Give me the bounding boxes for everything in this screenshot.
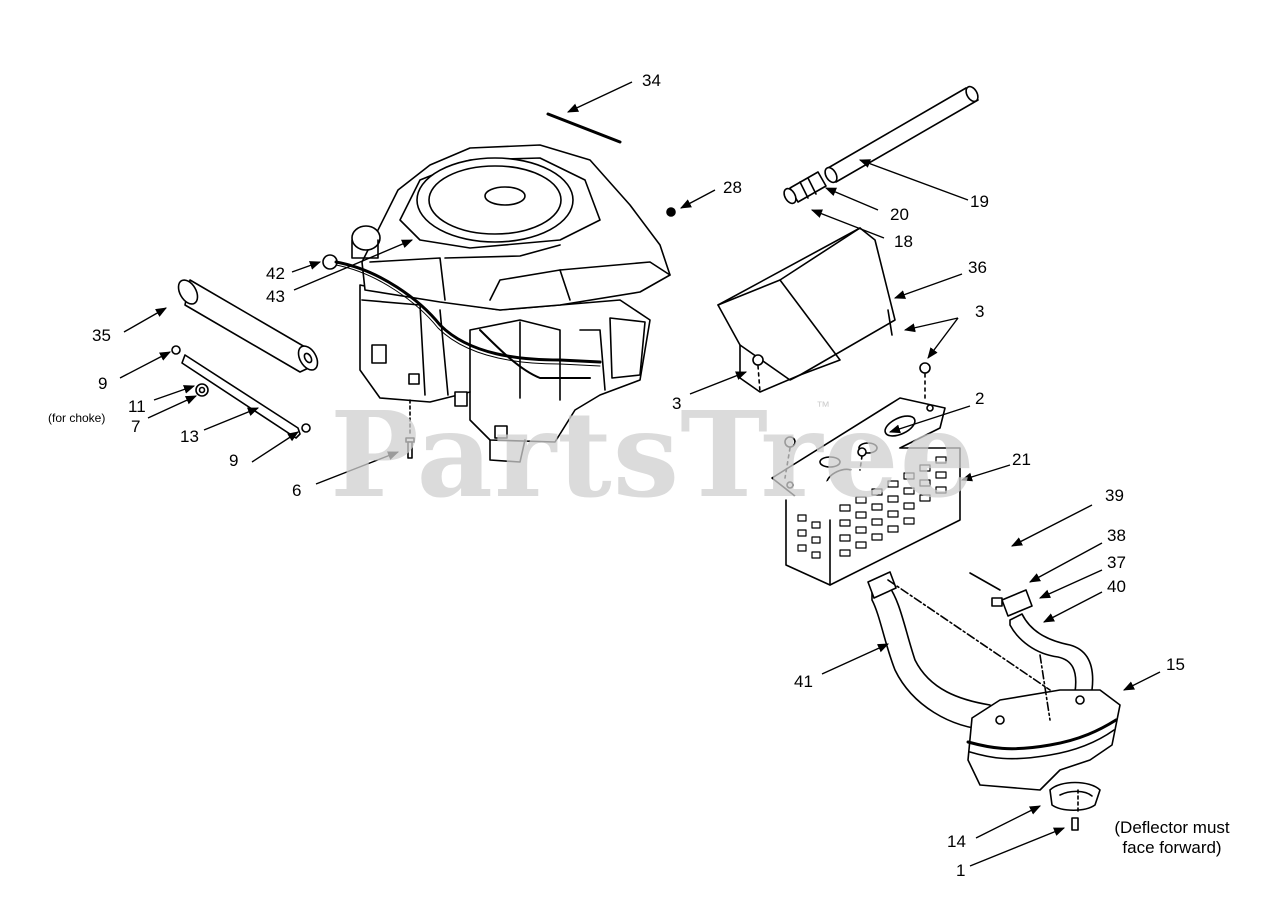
muffler-cover-36 [717,227,896,393]
callout-43: 43 [266,287,285,306]
decal-strip-34 [546,112,622,144]
exhaust-pipe-41 [867,571,1001,731]
screw-1 [1071,817,1079,831]
note-deflector-line1: (Deflector must [1114,818,1230,837]
callout-13: 13 [180,427,199,446]
rod-13 [181,354,301,439]
partstree-watermark: PartsTree [330,385,976,524]
screw-3b [919,362,931,374]
callout-40: 40 [1107,577,1126,596]
callout-2: 2 [975,389,985,408]
callout-19: 19 [970,192,989,211]
callout-34: 34 [642,71,661,90]
callout-41: 41 [794,672,813,691]
clip-9a [171,345,181,355]
callout-42: 42 [266,264,285,283]
exhaust-pipe-40 [1001,589,1094,693]
callout-11: 11 [128,397,146,416]
callout-14: 14 [947,832,966,851]
callout-37: 37 [1107,553,1126,572]
clip-9b [301,423,311,433]
screw-3c [784,436,796,448]
callout-6: 6 [292,481,302,500]
callout-20: 20 [890,205,909,224]
callout-28: 28 [723,178,742,197]
muffler-15 [966,689,1121,791]
trademark-symbol: ™ [816,398,830,414]
callout-9-top: 9 [98,374,108,393]
callout-36: 36 [968,258,987,277]
muffler-shield-21 [771,397,961,586]
callout-21: 21 [1012,450,1031,469]
engine [322,144,671,463]
fuel-hose-19 [824,85,979,184]
callout-35: 35 [92,326,111,345]
bolt-6 [405,399,415,459]
callout-18: 18 [894,232,913,251]
screw-3a [752,354,764,366]
callout-39: 39 [1105,486,1124,505]
note-deflector: (Deflector must face forward) [1100,818,1244,858]
callout-9-bottom: 9 [229,451,239,470]
fuel-filter-20 [783,171,827,205]
note-deflector-line2: face forward) [1122,838,1222,857]
callout-1: 1 [956,861,966,880]
callout-38: 38 [1107,526,1126,545]
deflector-14 [1049,781,1101,812]
nut-11 [195,383,209,397]
nut-28 [666,207,676,217]
callout-3-left: 3 [672,394,682,413]
callout-7: 7 [131,417,141,436]
callout-15: 15 [1166,655,1185,674]
note-for-choke: (for choke) [48,411,106,425]
callout-3-right: 3 [975,302,985,321]
bolt-38 [969,572,1003,607]
leader-arrows [119,81,1161,867]
sleeve-35 [177,279,319,373]
